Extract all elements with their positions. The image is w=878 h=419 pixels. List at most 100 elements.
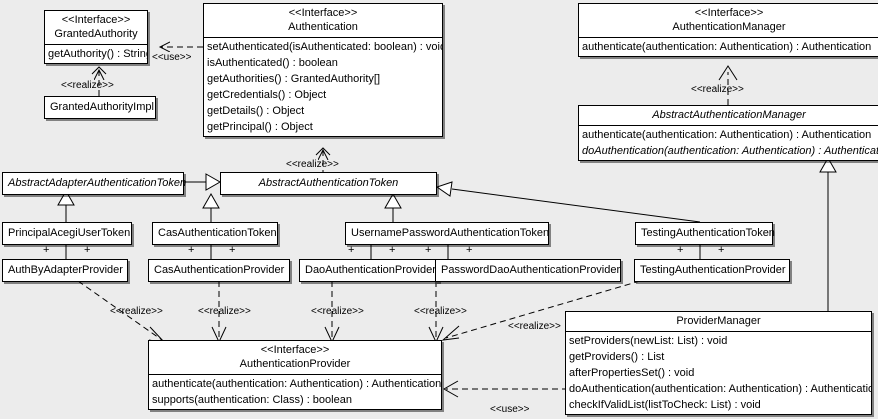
multiplicity-marker: + — [188, 244, 195, 256]
class-header: ProviderManager — [566, 312, 871, 331]
multiplicity-marker: + — [718, 244, 725, 256]
method-compartment: authenticate(authentication: Authenticat… — [579, 125, 878, 160]
class-header: <<Interface>> AuthenticationManager — [579, 4, 878, 37]
method-row: getAuthorities() : GrantedAuthority[] — [207, 73, 381, 85]
class-name: AuthenticationProvider — [239, 358, 351, 370]
class-header: <<Interface>> Authentication — [204, 4, 442, 37]
method-row: afterPropertiesSet() : void — [569, 367, 695, 379]
class-name: AuthByAdapterProvider — [8, 264, 123, 276]
edge-label-realize-auth-by-adapter: <<realize>> — [110, 306, 163, 317]
multiplicity-marker: + — [84, 244, 91, 256]
class-name: CasAuthenticationToken — [158, 227, 277, 239]
method-compartment: setProviders(newList: List) : void getPr… — [566, 331, 871, 414]
class-name: ProviderManager — [676, 315, 761, 327]
class-name: DaoAuthenticationProvider — [305, 264, 436, 276]
class-authentication-manager[interactable]: <<Interface>> AuthenticationManager auth… — [578, 3, 878, 57]
class-header: CasAuthenticationToken — [153, 223, 277, 244]
class-cas-authentication-provider[interactable]: CasAuthenticationProvider — [148, 259, 290, 282]
class-granted-authority[interactable]: <<Interface>> GrantedAuthority getAuthor… — [44, 10, 148, 64]
multiplicity-marker: + — [466, 244, 473, 256]
class-name: GrantedAuthorityImpl — [50, 101, 154, 113]
class-name: CasAuthenticationProvider — [154, 264, 285, 276]
class-header: TestingAuthenticationToken — [636, 223, 775, 244]
method-row: getCredentials() : Object — [207, 89, 327, 101]
edge-label-realize-dao-provider: <<realize>> — [311, 306, 364, 317]
method-row: isAuthenticated() : boolean — [207, 57, 338, 69]
method-row: authenticate(authentication: Authenticat… — [582, 41, 872, 53]
multiplicity-marker: + — [229, 244, 236, 256]
class-name: AuthenticationManager — [672, 21, 786, 33]
class-header: AbstractAuthenticationManager — [579, 106, 878, 125]
method-row: getProviders() : List — [569, 351, 665, 363]
stereotype-label: <<Interface>> — [61, 14, 131, 26]
multiplicity-marker: + — [43, 244, 50, 256]
class-header: TestingAuthenticationProvider — [635, 260, 789, 281]
method-row: authenticate(authentication: Authenticat… — [582, 129, 872, 141]
method-row: setProviders(newList: List) : void — [569, 335, 728, 347]
class-header: AbstractAdapterAuthenticationToken — [3, 173, 187, 194]
method-row: authenticate(authentication: Authenticat… — [152, 378, 441, 390]
multiplicity-marker: + — [425, 244, 432, 256]
class-name: UsernamePasswordAuthenticationToken — [351, 227, 550, 239]
method-row: doAuthentication(authentication: Authent… — [582, 145, 878, 157]
class-header: GrantedAuthorityImpl — [45, 97, 155, 118]
class-name: AbstractAdapterAuthenticationToken — [8, 177, 187, 189]
edge-label-realize-authentication-manager: <<realize>> — [691, 84, 744, 95]
class-abstract-authentication-manager[interactable]: AbstractAuthenticationManager authentica… — [578, 105, 878, 161]
class-abstract-adapter-authentication-token[interactable]: AbstractAdapterAuthenticationToken — [2, 172, 187, 195]
class-name: AbstractAuthenticationManager — [652, 109, 806, 121]
class-auth-by-adapter-provider[interactable]: AuthByAdapterProvider — [2, 259, 128, 282]
class-name: AbstractAuthenticationToken — [258, 177, 399, 189]
class-granted-authority-impl[interactable]: GrantedAuthorityImpl — [44, 96, 156, 119]
class-principal-acegi-user-token[interactable]: PrincipalAcegiUserToken — [2, 222, 132, 245]
class-name: Authentication — [288, 21, 358, 33]
class-username-password-authentication-token[interactable]: UsernamePasswordAuthenticationToken — [345, 222, 549, 245]
class-name: GrantedAuthority — [54, 28, 138, 40]
multiplicity-marker: + — [677, 244, 684, 256]
class-provider-manager[interactable]: ProviderManager setProviders(newList: Li… — [565, 311, 872, 415]
class-header: <<Interface>> GrantedAuthority — [45, 11, 147, 44]
class-header: PasswordDaoAuthenticationProvider — [436, 260, 620, 281]
class-abstract-authentication-token[interactable]: AbstractAuthenticationToken — [220, 172, 437, 195]
class-testing-authentication-token[interactable]: TestingAuthenticationToken — [635, 222, 775, 245]
class-header: AuthByAdapterProvider — [3, 260, 127, 281]
method-row: doAuthentication(authentication: Authent… — [569, 383, 871, 395]
class-password-dao-authentication-provider[interactable]: PasswordDaoAuthenticationProvider — [435, 259, 621, 282]
edge-label-realize-granted-authority-impl: <<realize>> — [61, 80, 114, 91]
class-name: PasswordDaoAuthenticationProvider — [441, 264, 621, 276]
class-header: PrincipalAcegiUserToken — [3, 223, 131, 244]
method-row: checkIfValidList(listToCheck: List) : vo… — [569, 399, 761, 411]
class-header: DaoAuthenticationProvider — [300, 260, 438, 281]
method-compartment: authenticate(authentication: Authenticat… — [579, 37, 878, 56]
method-compartment: setAuthenticated(isAuthenticated: boolea… — [204, 37, 442, 136]
stereotype-label: <<Interface>> — [260, 344, 330, 356]
class-header: <<Interface>> AuthenticationProvider — [149, 341, 441, 374]
method-row: getPrincipal() : Object — [207, 121, 313, 133]
edge-label-use-provider-manager: <<use>> — [490, 404, 530, 415]
class-header: UsernamePasswordAuthenticationToken — [346, 223, 550, 244]
class-authentication-provider[interactable]: <<Interface>> AuthenticationProvider aut… — [148, 340, 442, 410]
edge-label-realize-testing-provider: <<realize>> — [508, 321, 561, 332]
class-header: AbstractAuthenticationToken — [221, 173, 436, 194]
method-row: getAuthority() : String — [48, 48, 147, 60]
class-header: CasAuthenticationProvider — [149, 260, 289, 281]
multiplicity-marker: + — [389, 244, 396, 256]
edge-label-realize-password-dao-provider: <<realize>> — [414, 306, 467, 317]
method-compartment: authenticate(authentication: Authenticat… — [149, 374, 441, 409]
multiplicity-marker: + — [348, 244, 355, 256]
class-cas-authentication-token[interactable]: CasAuthenticationToken — [152, 222, 278, 245]
edge-label-realize-cas-provider: <<realize>> — [198, 306, 251, 317]
stereotype-label: <<Interface>> — [288, 7, 358, 19]
class-dao-authentication-provider[interactable]: DaoAuthenticationProvider — [299, 259, 439, 282]
method-row: setAuthenticated(isAuthenticated: boolea… — [207, 41, 442, 53]
edge-label-realize-authentication-token: <<realize>> — [286, 159, 339, 170]
method-compartment: getAuthority() : String — [45, 44, 147, 63]
edge-label-use-granted-authority: <<use>> — [152, 52, 192, 63]
class-name: PrincipalAcegiUserToken — [8, 227, 131, 239]
method-row: getDetails() : Object — [207, 105, 305, 117]
class-authentication[interactable]: <<Interface>> Authentication setAuthenti… — [203, 3, 443, 137]
class-testing-authentication-provider[interactable]: TestingAuthenticationProvider — [634, 259, 790, 282]
class-name: TestingAuthenticationProvider — [640, 264, 786, 276]
stereotype-label: <<Interface>> — [694, 7, 764, 19]
method-row: supports(authentication: Class) : boolea… — [152, 394, 352, 406]
